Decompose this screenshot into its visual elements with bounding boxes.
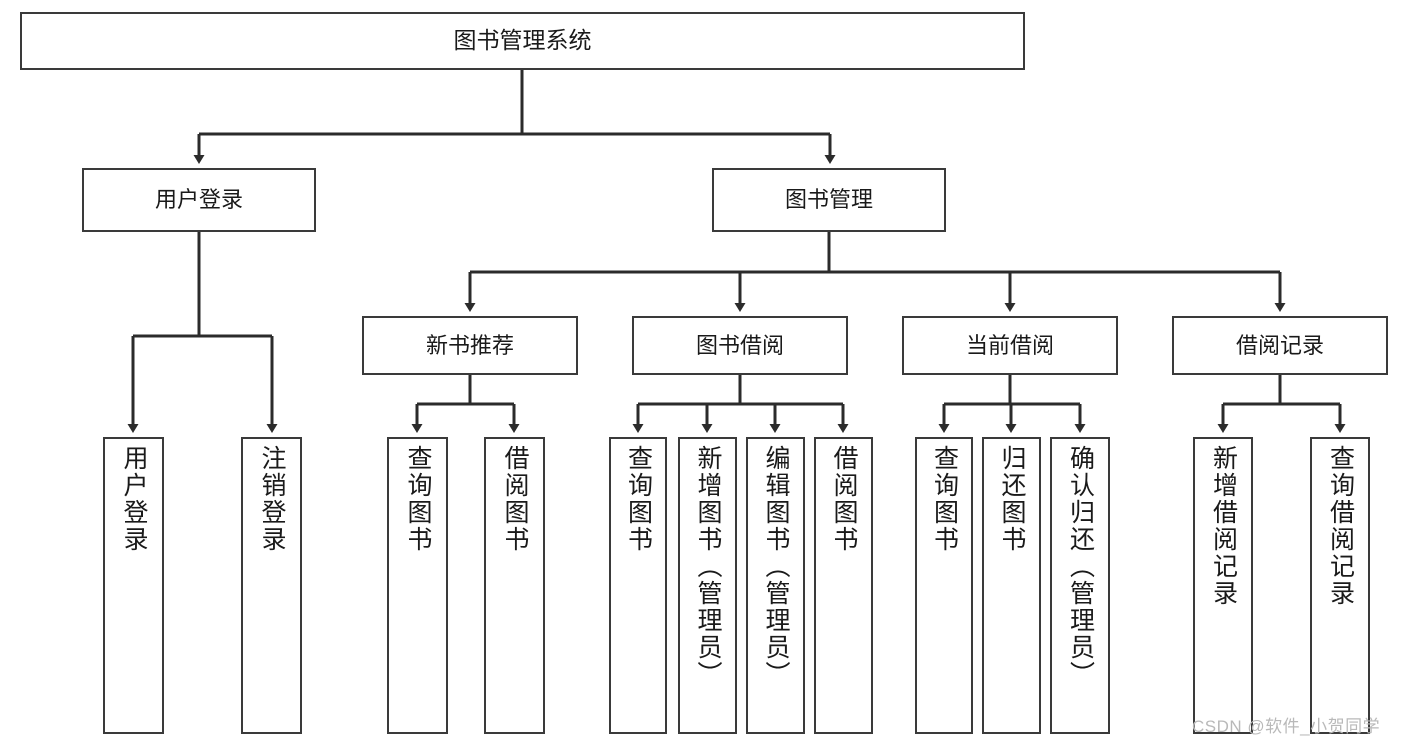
node-leaf-return-book[interactable]: 归还图书 [982, 437, 1041, 734]
node-book-manage-label: 图书管理 [784, 187, 873, 213]
node-leaf-confirm-return-label: 确认归还（管理员） [1066, 445, 1095, 688]
node-leaf-query-book-rec-label: 查询图书 [404, 445, 432, 553]
node-leaf-query-book-current-label: 查询图书 [930, 445, 959, 553]
node-leaf-query-record[interactable]: 查询借阅记录 [1310, 437, 1370, 734]
node-leaf-add-book-label: 新增图书（管理员） [694, 445, 722, 688]
node-current-borrow[interactable]: 当前借阅 [902, 316, 1118, 375]
node-leaf-query-record-label: 查询借阅记录 [1326, 445, 1355, 607]
node-book-manage[interactable]: 图书管理 [712, 168, 946, 232]
node-leaf-query-book-rec[interactable]: 查询图书 [387, 437, 448, 734]
node-leaf-query-book-borrow-label: 查询图书 [624, 445, 653, 553]
node-leaf-edit-book[interactable]: 编辑图书（管理员） [746, 437, 805, 734]
node-leaf-borrow-book-rec-label: 借阅图书 [501, 445, 529, 553]
node-leaf-logout-label: 注销登录 [258, 445, 286, 553]
node-book-borrow-label: 图书借阅 [695, 332, 784, 358]
node-book-borrow[interactable]: 图书借阅 [632, 316, 848, 375]
node-root-label: 图书管理系统 [453, 27, 592, 54]
node-current-borrow-label: 当前借阅 [965, 332, 1054, 358]
node-new-book-rec-label: 新书推荐 [425, 332, 514, 358]
node-leaf-confirm-return[interactable]: 确认归还（管理员） [1050, 437, 1110, 734]
node-leaf-add-book[interactable]: 新增图书（管理员） [678, 437, 737, 734]
node-leaf-return-book-label: 归还图书 [998, 445, 1026, 553]
node-leaf-borrow-book[interactable]: 借阅图书 [814, 437, 873, 734]
node-leaf-logout[interactable]: 注销登录 [241, 437, 302, 734]
csdn-watermark: CSDN @软件_小贺同学 [1192, 717, 1381, 736]
node-new-book-rec[interactable]: 新书推荐 [362, 316, 578, 375]
node-leaf-add-record-label: 新增借阅记录 [1209, 445, 1238, 607]
node-leaf-borrow-book-label: 借阅图书 [830, 445, 858, 553]
node-leaf-query-book-current[interactable]: 查询图书 [915, 437, 973, 734]
node-leaf-user-login[interactable]: 用户登录 [103, 437, 164, 734]
node-borrow-record[interactable]: 借阅记录 [1172, 316, 1388, 375]
node-leaf-borrow-book-rec[interactable]: 借阅图书 [484, 437, 545, 734]
node-borrow-record-label: 借阅记录 [1235, 332, 1324, 358]
node-leaf-user-login-label: 用户登录 [120, 445, 148, 553]
node-user-login-label: 用户登录 [154, 187, 243, 213]
node-user-login[interactable]: 用户登录 [82, 168, 316, 232]
node-leaf-query-book-borrow[interactable]: 查询图书 [609, 437, 667, 734]
node-leaf-edit-book-label: 编辑图书（管理员） [762, 445, 790, 688]
node-leaf-add-record[interactable]: 新增借阅记录 [1193, 437, 1253, 734]
node-root[interactable]: 图书管理系统 [20, 12, 1025, 70]
